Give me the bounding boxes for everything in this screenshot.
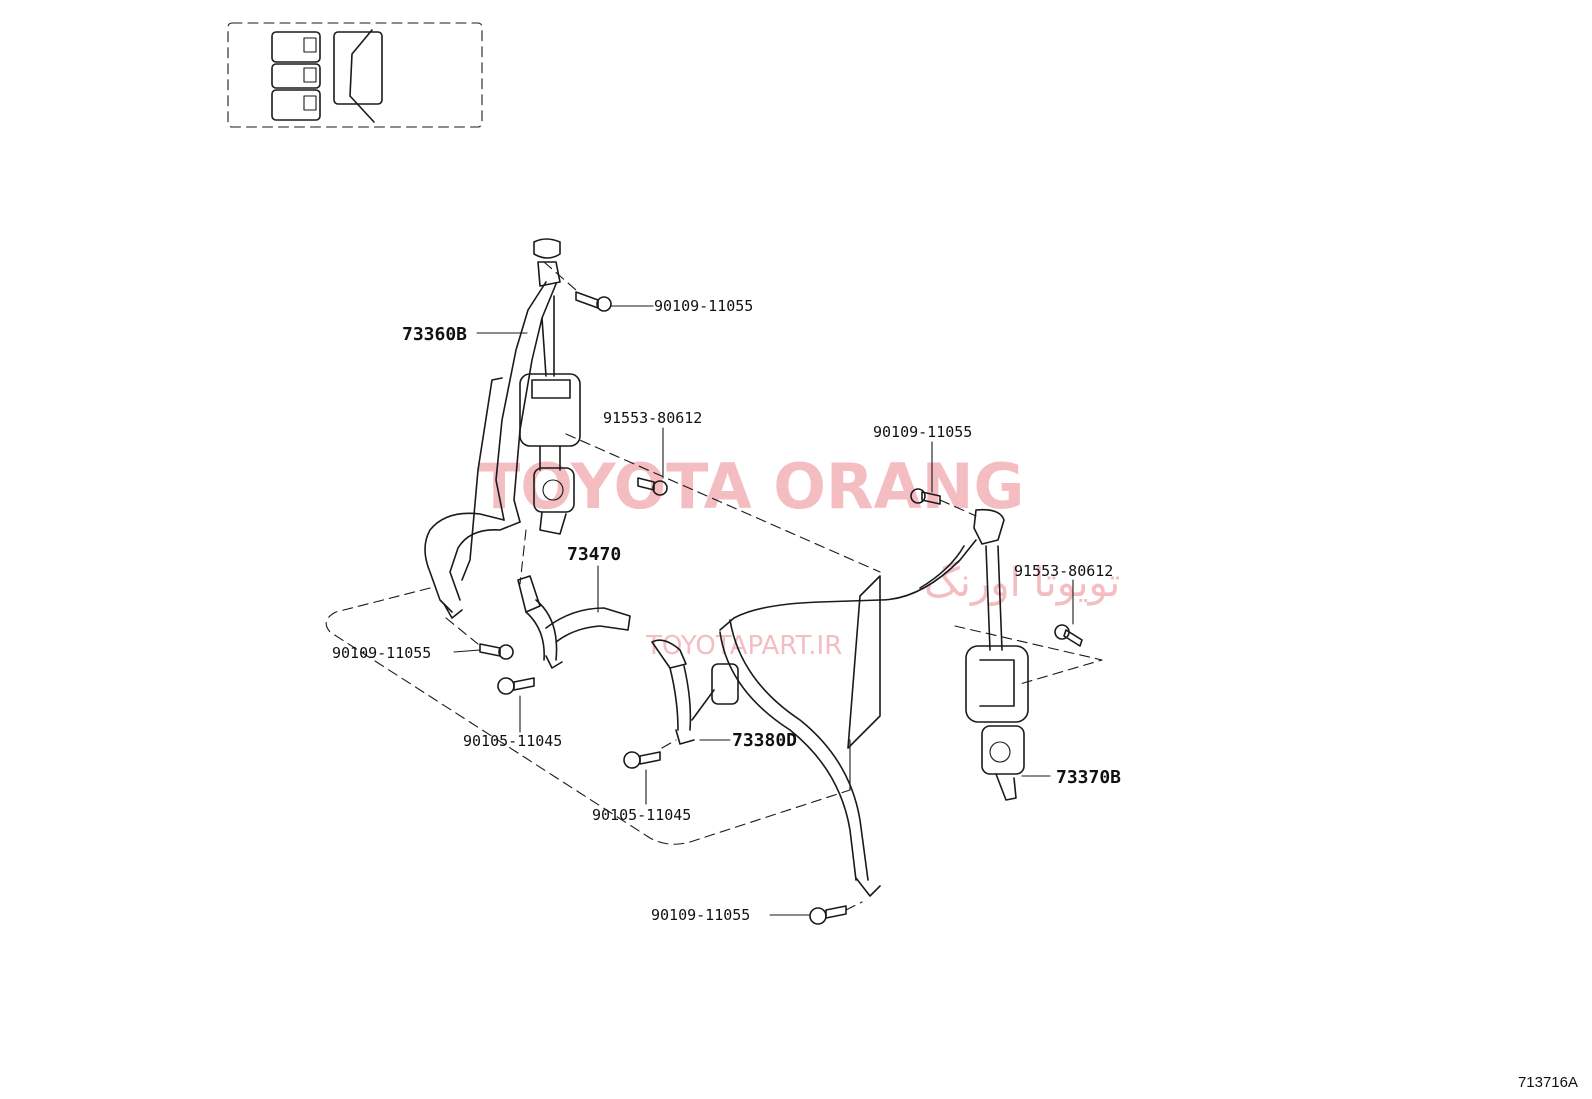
part-label: 90105-11045: [463, 732, 562, 750]
bolt-icon: [637, 477, 668, 496]
part-label: 90109-11055: [651, 906, 750, 924]
bolt-icon: [910, 488, 941, 505]
part-label: 90109-11055: [873, 423, 972, 441]
part-label: 73470: [567, 544, 621, 565]
center-belt-73380D: [651, 639, 739, 745]
right-shoulder-belt: [719, 508, 1029, 897]
bolt-icon: [623, 751, 661, 769]
bolt-icon: [809, 905, 847, 925]
part-label: 73370B: [1056, 767, 1121, 788]
part-label: 91553-80612: [1014, 562, 1113, 580]
part-label: 73360B: [402, 324, 467, 345]
bolt-icon: [479, 643, 514, 660]
part-label: 90105-11045: [592, 806, 691, 824]
part-label: 90109-11055: [332, 644, 431, 662]
left-shoulder-belt: [424, 238, 581, 619]
watermark-persian: تویوتا اورنگ: [924, 560, 1120, 606]
callout-leaders: [453, 305, 1074, 916]
seat-locator-thumbnail: [227, 22, 483, 128]
illustration-code: 713716A: [1518, 1074, 1578, 1091]
part-label: 91553-80612: [603, 409, 702, 427]
bolt-group: [445, 261, 1083, 925]
bolt-icon: [497, 677, 535, 695]
center-buckle-73470: [517, 575, 631, 669]
rear-seat-outline: [325, 433, 1103, 845]
bolt-icon: [1054, 624, 1083, 647]
watermark-url: TOYOTAPART.IR: [645, 631, 842, 661]
part-label: 90109-11055: [654, 297, 753, 315]
part-label: 73380D: [732, 730, 797, 751]
part-callouts: 90109-11055 73360B 91553-80612 90109-110…: [332, 297, 1121, 924]
bolt-icon: [575, 291, 612, 312]
